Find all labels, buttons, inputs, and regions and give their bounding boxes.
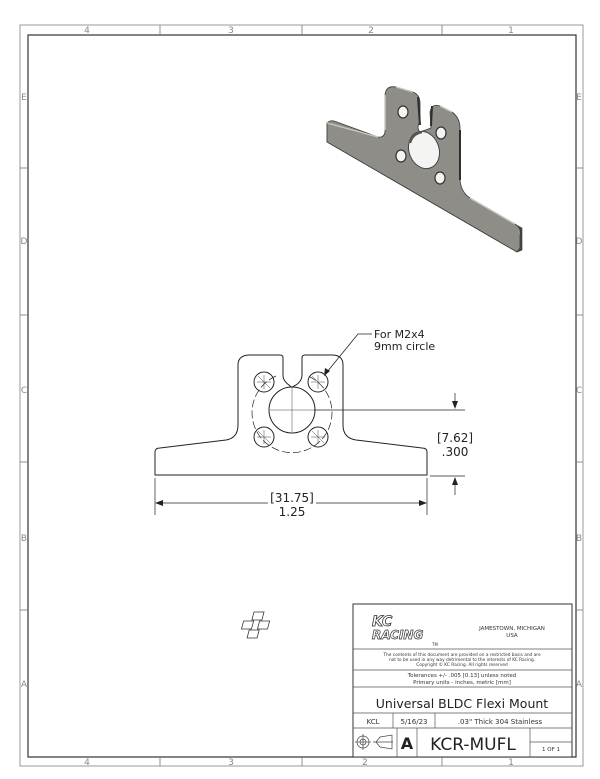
mounting-hole-tr: [307, 371, 329, 393]
drawing-title: Universal BLDC Flexi Mount: [376, 696, 549, 711]
zone-label-left-B: B: [21, 534, 27, 544]
logo-kc: KC: [372, 614, 393, 630]
zone-label-right-B: B: [576, 534, 582, 544]
copyright-line1: The contents of this document are provid…: [382, 652, 541, 658]
zone-label-right-C: C: [576, 386, 582, 396]
checkered-flag-icon: [240, 611, 271, 639]
height-dim-inch: .300: [442, 445, 469, 459]
zone-label-top-4: 4: [84, 26, 90, 36]
part-outline: [154, 354, 428, 476]
tolerances-line2: Primary units - inches, metric [mm]: [413, 680, 511, 686]
zone-label-top-3: 3: [228, 26, 234, 36]
tolerances-line1: Tolerances +/- .005 [0.13] unless noted: [407, 673, 517, 679]
front-view: [154, 354, 428, 476]
isometric-part-view: [326, 86, 523, 253]
width-dimension: [154, 478, 428, 515]
zone-label-top-2: 2: [368, 26, 374, 36]
zone-label-right-E: E: [576, 93, 582, 103]
zone-label-left-A: A: [21, 680, 28, 690]
copyright-line3: Copyright © KC Racing. All rights reserv…: [416, 661, 508, 668]
zone-label-left-E: E: [21, 93, 27, 103]
sheet-size: A: [401, 734, 414, 753]
zone-label-right-A: A: [576, 680, 583, 690]
zone-label-left-D: D: [21, 237, 28, 247]
company-location-line1: JAMESTOWN, MICHIGAN: [478, 626, 545, 632]
column-zone-labels: 4 3 2 1 4 3 2 1: [84, 26, 514, 768]
zone-label-bottom-2: 2: [362, 758, 368, 768]
zone-label-right-D: D: [576, 237, 583, 247]
height-dim-metric: [7.62]: [437, 431, 473, 445]
hole-note-line1: For M2x4: [374, 328, 425, 341]
material: .03" Thick 304 Stainless: [458, 718, 543, 726]
row-zone-labels: E D C B A E D C B A: [21, 93, 583, 690]
zone-label-top-1: 1: [508, 26, 514, 36]
zone-label-left-C: C: [21, 386, 27, 396]
mounting-hole-br: [307, 426, 329, 448]
logo-racing: RACING: [372, 628, 423, 642]
title-block: KC RACING TM JAMESTOWN, MICHIGAN USA The…: [240, 603, 573, 758]
zone-label-bottom-1: 1: [508, 758, 514, 768]
height-dimension: [314, 393, 465, 495]
sheet-count: 1 OF 1: [542, 747, 560, 753]
part-number: KCR-MUFL: [430, 735, 516, 755]
company-location-line2: USA: [506, 633, 518, 639]
zone-label-bottom-3: 3: [228, 758, 234, 768]
drawn-by: KCL: [367, 718, 380, 726]
mounting-hole-bl: [253, 426, 275, 448]
row-zone-dividers: [20, 167, 583, 611]
mounting-hole-tl: [253, 371, 275, 393]
projection-symbol-icon: [355, 734, 393, 750]
column-zone-dividers: [159, 25, 443, 766]
logo-tm: TM: [431, 642, 438, 647]
width-dim-inch: 1.25: [279, 505, 306, 519]
zone-label-bottom-4: 4: [84, 758, 90, 768]
kc-racing-logo: KC RACING TM: [240, 611, 438, 647]
width-dim-metric: [31.75]: [270, 491, 314, 505]
drawing-date: 5/16/23: [401, 718, 428, 726]
hole-note-line2: 9mm circle: [374, 340, 435, 353]
outer-border: [19, 24, 584, 767]
hole-callout: For M2x4 9mm circle: [324, 328, 435, 376]
copyright-line2: not to be used in any way detrimental to…: [389, 657, 535, 663]
